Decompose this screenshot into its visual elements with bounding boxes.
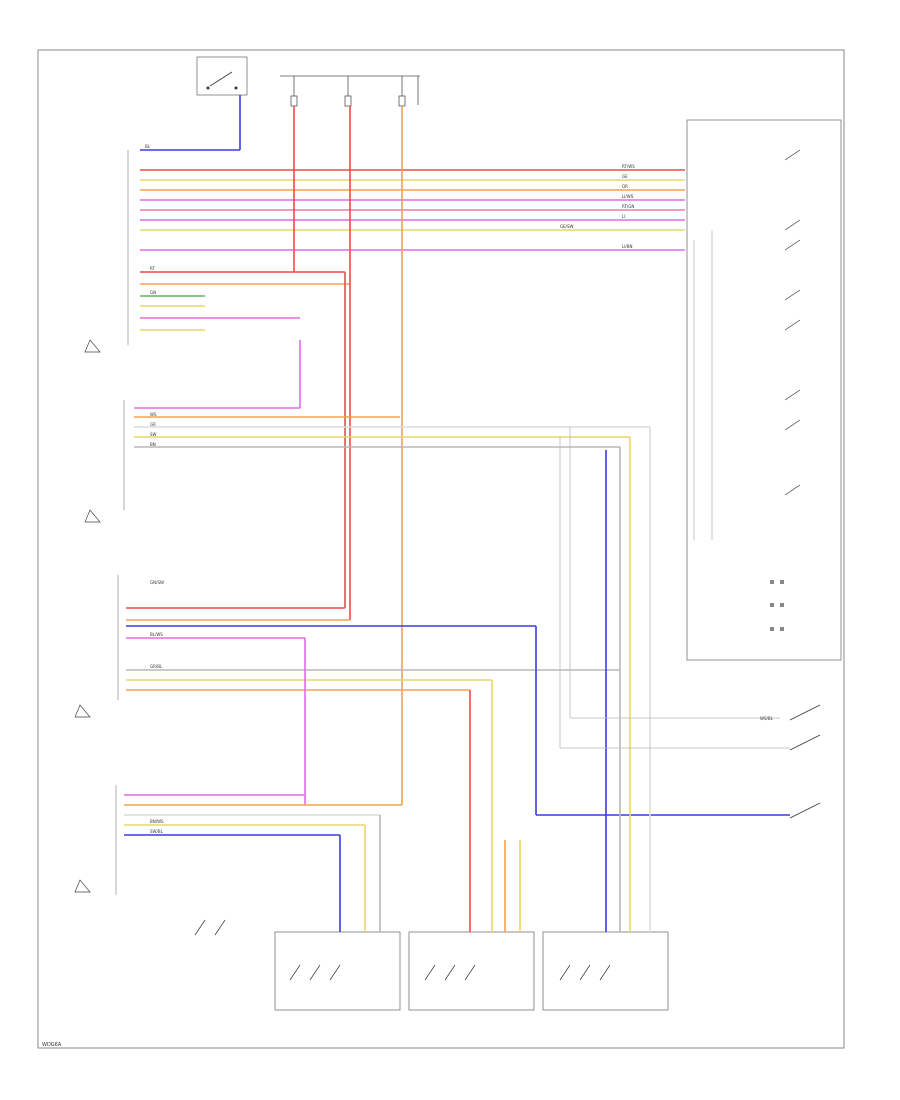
- bottom-harness-wires: [124, 427, 651, 932]
- bottom-module-2: [408, 931, 535, 1011]
- right-switch-contacts: [784, 149, 821, 819]
- top-harness-wires: [140, 169, 685, 251]
- wire-label-ge-sw: GE/SW: [560, 224, 574, 229]
- second-harness-wires: [140, 271, 350, 331]
- right-leads: [559, 230, 790, 749]
- wire-label-sw: SW: [150, 432, 157, 437]
- wire-label-rt: RT: [150, 266, 155, 271]
- right-module-small-marks: [770, 580, 784, 631]
- bottom-module-1: [274, 931, 401, 1011]
- top-left-switch-box: [196, 56, 248, 96]
- wire-label-ws: WS: [150, 412, 157, 417]
- left-component-symbols: [74, 339, 101, 893]
- wire-label-bl-ws: BL/WS: [150, 632, 163, 637]
- wire-label-rt-gn: RT/GN: [622, 204, 634, 209]
- wire-label-li: LI: [622, 214, 625, 219]
- wire-label-li-bn: LI/BN: [622, 244, 633, 249]
- wire-label-bn: BN: [150, 442, 156, 447]
- wire-label-bn-ws: BN/WS: [150, 819, 164, 824]
- wire-label-rt-ws: RT/WS: [622, 164, 635, 169]
- right-switch-module-box: [686, 119, 842, 661]
- wire-label-ge: GE: [622, 174, 628, 179]
- vertical-risers: [140, 95, 403, 805]
- wire-label-gr-bl: GR/BL: [150, 664, 163, 669]
- wire-label-gn: GN: [150, 290, 156, 295]
- left-connector-block: [115, 150, 129, 895]
- wire-label-or: OR: [622, 184, 628, 189]
- wire-label-gn-sw: GN/SW: [150, 580, 164, 585]
- middle-harness-wires: [134, 340, 650, 448]
- diagram-border: [37, 49, 845, 1049]
- bottom-module-3: [542, 931, 669, 1011]
- diagram-footer-id: WDG6A: [42, 1042, 62, 1048]
- fuse-block: [280, 75, 420, 107]
- wire-label-gr: GR: [150, 422, 156, 427]
- lower-harness-wires: [126, 607, 790, 816]
- wire-label-sw-bl: SW/BL: [150, 829, 164, 834]
- wire-label-ws-bl: WS/BL: [760, 716, 774, 721]
- bottom-module-contacts: [194, 919, 611, 981]
- wire-label-bl: BL: [145, 144, 151, 149]
- wire-label-li-ws: LI/WS: [622, 194, 634, 199]
